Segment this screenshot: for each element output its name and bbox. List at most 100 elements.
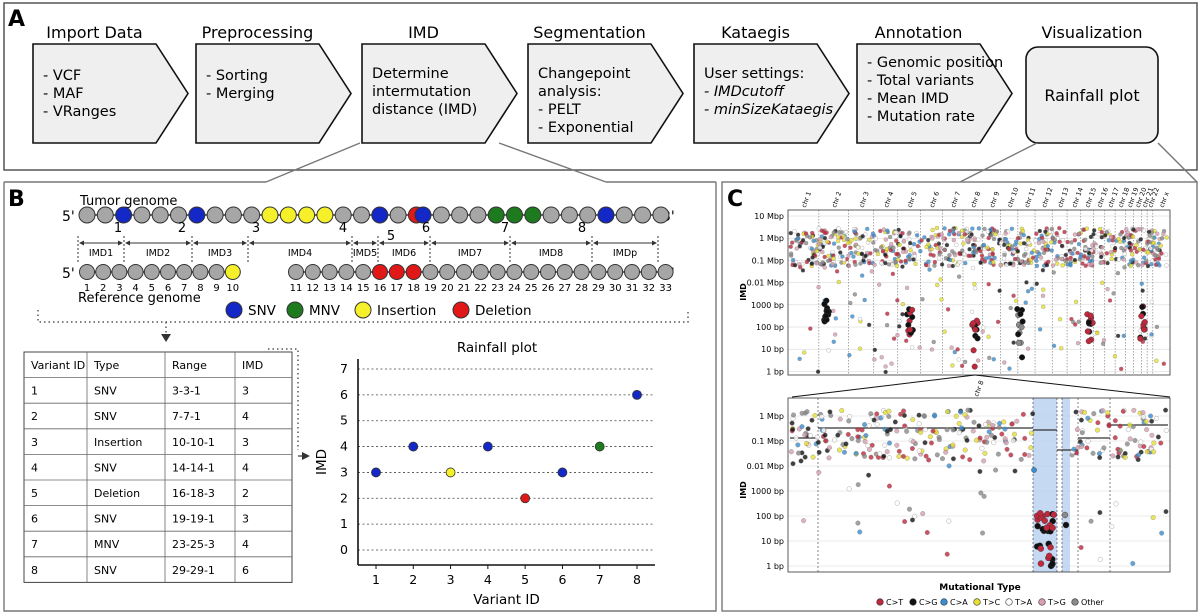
kataegis-highlight (1062, 398, 1070, 572)
mutation-point (855, 520, 861, 526)
mutation-point (1013, 242, 1018, 247)
mutation-point (1144, 427, 1150, 433)
mutation-point (821, 427, 827, 433)
mutation-point (1076, 231, 1082, 237)
arrow-to-table (161, 334, 171, 342)
mutation-point (891, 245, 896, 250)
mutation-point (896, 227, 901, 233)
mutation-point (859, 427, 865, 433)
table-cell: MNV (94, 538, 120, 551)
mutation-point (884, 428, 890, 434)
mutation-point (959, 363, 965, 369)
chromosome-label: chr 4 (882, 190, 895, 208)
mutation-point (1110, 453, 1116, 459)
mutation-point (788, 230, 793, 236)
mutation-point (836, 447, 842, 453)
mutation-point (1034, 231, 1039, 236)
mutation-point (1136, 263, 1141, 268)
table-cell: 19-19-1 (172, 513, 215, 526)
mutation-point (1127, 422, 1133, 428)
mutation-point (1057, 239, 1062, 244)
mutation-point (907, 230, 912, 235)
mutation-point (918, 429, 924, 435)
mutation-point (857, 529, 863, 535)
mutation-point (1117, 423, 1123, 429)
mutation-point (956, 274, 962, 279)
data-point (482, 441, 493, 452)
mutation-point (960, 248, 965, 253)
mutation-point (883, 260, 888, 266)
mutation-point (1132, 437, 1138, 443)
mutation-point (1037, 251, 1042, 256)
step-text-line: Determine (372, 66, 449, 82)
mutation-point (866, 423, 872, 429)
reference-position: 17 (390, 283, 403, 294)
connector-imd-right (498, 142, 607, 183)
mutation-point (872, 262, 877, 267)
mutation-point (946, 518, 952, 524)
mutation-point (1083, 263, 1088, 268)
mutation-point (807, 235, 813, 240)
mutation-point (900, 301, 906, 307)
reference-nucleotide (640, 264, 657, 280)
mutation-point (863, 253, 868, 258)
mutation-point (1121, 257, 1126, 262)
mutation-point (943, 256, 949, 261)
mutation-point (1128, 248, 1134, 253)
mutation-point (1154, 324, 1160, 330)
reference-nucleotide (321, 264, 338, 280)
table-cell: 6 (31, 513, 38, 526)
legend-swatch (452, 301, 470, 319)
mutation-point (927, 434, 933, 440)
mutation-point (803, 241, 809, 246)
mutation-point (822, 254, 827, 260)
mutation-point (886, 483, 892, 489)
mutation-point (1099, 230, 1104, 235)
reference-nucleotide (372, 264, 388, 280)
legend-label: SNV (248, 303, 277, 319)
imd-arrowhead (353, 240, 358, 246)
legend-label: Other (1081, 598, 1104, 607)
table-cell: SNV (94, 410, 117, 423)
mutation-point (1140, 414, 1146, 420)
reference-nucleotide (143, 264, 160, 280)
mutation-point (1096, 232, 1101, 237)
mutation-point (1125, 427, 1131, 433)
mutation-point (957, 251, 962, 256)
mutation-point (944, 242, 950, 248)
mutation-point (881, 453, 887, 459)
mutation-point (852, 292, 857, 297)
chromosome-label: chr 1 (800, 190, 813, 208)
step-title: Segmentation (533, 23, 645, 42)
mutation-point (980, 530, 986, 536)
mutation-point (916, 412, 922, 418)
mutation-point (816, 449, 822, 455)
mutation-point (1057, 226, 1062, 231)
mutation-point (890, 271, 896, 277)
kataegis-point (1017, 311, 1024, 318)
mutation-point (832, 437, 838, 443)
mutation-point (1105, 410, 1111, 416)
mutation-point (1076, 241, 1082, 247)
mutation-point (1116, 236, 1121, 242)
mutation-point (1141, 255, 1147, 260)
mutation-point (842, 243, 847, 248)
mutation-point (826, 253, 831, 259)
reference-nucleotide (523, 264, 540, 280)
mutation-point (804, 409, 810, 415)
reference-nucleotide (111, 264, 128, 280)
mutation-point (826, 445, 832, 451)
mutation-point (919, 238, 924, 243)
mutation-point (877, 282, 882, 287)
kataegis-point (1061, 511, 1069, 519)
mutation-point (985, 245, 990, 250)
kataegis-point (1019, 354, 1026, 361)
mutation-point (1002, 360, 1007, 365)
mutation-point (825, 239, 830, 244)
mutation-point (866, 447, 872, 452)
imd-arrowhead (593, 240, 598, 246)
mutation-point (1091, 232, 1096, 237)
mutation-point (926, 259, 931, 264)
